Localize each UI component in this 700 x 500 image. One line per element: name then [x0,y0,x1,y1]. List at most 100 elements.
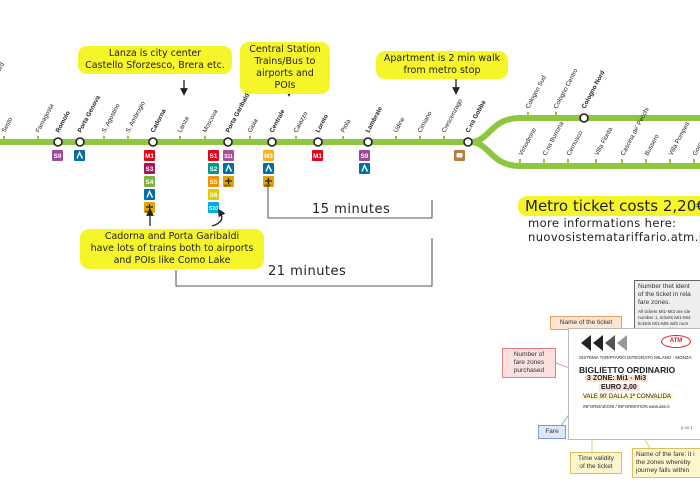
badge-lambrate-s9: S9 [359,150,370,161]
badge-porta-garibaldi-2-r-r-mark [225,163,233,172]
badge-c-na-gobba-bus [454,150,465,161]
duration-15-minutes: 15 minutes [312,202,391,217]
station-lambrate-marker [363,137,373,147]
badge-romolo-s9-text: S9 [54,153,62,160]
badge-centrale-m3: M3 [263,150,274,161]
badge-porta-garibaldi-s1: S1 [208,150,219,161]
badge-cadorna-s4-bg [144,176,155,187]
badge-cadorna-s4: S4 [144,176,155,187]
badge-porta-garibaldi-2-mxp-text: MXP [224,183,231,187]
badge-cadorna-r-r-mark [146,189,154,198]
badge-porta-garibaldi-s5-text: S5 [210,179,218,186]
station-c-na-gobba-marker [463,137,473,147]
station-lambrate-label: Lambrate [365,105,385,134]
ticket-arrows-graphic [581,335,627,351]
station-loreto-label: Loreto [315,113,330,134]
station-cologno-nord-label: Cologno Nord [581,69,607,109]
station-cologno-centro-label: Cologno Centro [553,67,580,110]
badge-porta-garibaldi-s1-text: S1 [210,153,218,160]
bus-icon [456,153,463,158]
station-porta-genova-marker [75,137,85,147]
station-centrale-label: Centrale [269,108,287,134]
station-caiazzo-label: Caiazzo [293,110,310,134]
note-apartment: Apartment is 2 min walk from metro stop [376,51,508,79]
station-porta-garibaldi-marker [223,137,233,147]
badge-centrale-m3-bg [263,150,274,161]
station-s-agostino-label: S. Agostino [101,102,122,134]
badge-centrale-mxp: MXP [263,176,274,187]
badge-loreto-m1-bg [312,150,323,161]
station-moscova-label: Moscova [202,108,220,134]
badge-romolo-s9-bg [52,150,63,161]
badge-lambrate-s9-bg [359,150,370,161]
badge-porta-genova-r-r-mark [76,150,84,159]
station-partial-label: Nord [0,61,6,77]
ticket-info-url[interactable]: nuovosistematariffario.atm.it/e [528,230,700,244]
badge-cadorna-m1-text: M1 [145,153,154,160]
ticket-image: ATM SISTEMA TARIFFARIO INTEGRATO MILANO … [568,328,700,440]
atm-logo: ATM [661,335,691,348]
station-c-na-burrona-label: C.na Burrona [542,120,566,157]
badge-cadorna-s3: S3 [144,163,155,174]
badge-porta-garibaldi-s5: S5 [208,176,219,187]
station-cimiano-label: Cimiano [417,110,434,134]
badge-centrale-m3-text: M3 [264,153,273,160]
label-fare-zones: Number of fare zones purchased [502,348,556,378]
badge-cadorna-mxp-text: MXP [145,209,152,213]
station-romolo-marker [53,137,63,147]
badge-porta-garibaldi-s2: S2 [208,163,219,174]
station-centrale-marker [267,137,277,147]
station-cadorna-label: Cadorna [150,108,168,134]
note-central-station: Central Station Trains/Bus to airports a… [240,42,330,94]
ticket-price: EURO 2,00 [599,384,639,391]
badge-porta-garibaldi-2-s11-bg [223,150,234,161]
badge-cadorna-m1-bg [144,150,155,161]
duration-21-minutes: 21 minutes [268,264,347,279]
ticket-system-text: SISTEMA TARIFFARIO INTEGRATO MILANO - MO… [579,355,692,360]
badge-porta-garibaldi-s1-bg [208,150,219,161]
note-cadorna-garibaldi: Cadorna and Porta Garibaldi have lots of… [80,229,264,269]
badge-centrale-mxp-text: MXP [264,183,271,187]
badge-porta-garibaldi-2-s11-text: S11 [224,154,233,160]
note-cadorna-arrow-right [211,208,226,227]
badge-porta-garibaldi-s10: S10 [208,202,219,213]
station-cologno-sud-label: Cologno Sud [525,74,549,110]
badge-cadorna-mxp: MXP [144,202,155,213]
station-gorgo-label: Gorgo [692,138,700,157]
station-cernusco-label: Cernusco [566,129,585,157]
badge-lambrate-s9-text: S9 [361,153,369,160]
station-s-ambrogio-label: S. Ambrogio [125,100,148,134]
station-c-na-gobba-label: C.na Gobba [465,99,488,134]
ticket-type: BIGLIETTO ORDINARIO [579,365,676,375]
badge-cadorna-s4-text: S4 [146,179,154,186]
station-villa-fiorita-label: Villa Fiorita [594,126,615,157]
badge-porta-garibaldi-s6: S6 [208,189,219,200]
badge-porta-garibaldi-s2-text: S2 [210,166,218,173]
badge-porta-garibaldi-s10-text: S10 [209,206,218,212]
badge-porta-garibaldi-s5-bg [208,176,219,187]
station-loreto-marker [313,137,323,147]
badge-porta-garibaldi-s2-bg [208,163,219,174]
station-lanza-label: Lanza [177,115,191,134]
ticket-zones: 3 ZONE: Mi1 - Mi3 [585,375,649,382]
station-romolo-label: Romolo [55,110,72,134]
label-fare-name: Name of the fare: it i the zones whereby… [632,448,700,478]
badge-cadorna-s3-text: S3 [146,166,154,173]
badge-porta-genova-r [74,150,85,161]
station-villa-pompea-label: Villa Pompea [668,121,692,157]
badge-cadorna-s3-bg [144,163,155,174]
label-identifier-text: Number thet ident of the ticket in rela … [638,283,691,306]
bracket-21-minutes [175,238,433,287]
bracket-15-minutes [267,178,433,219]
badge-porta-garibaldi-2-mxp: MXP [223,176,234,187]
station-udine-label: Udine [393,116,407,134]
label-time-validity: Time validity of the ticket [570,452,622,474]
badge-romolo-s9: S9 [52,150,63,161]
lower-branch-track [469,139,700,169]
station-bussero-label: Bussero [644,133,661,157]
badge-cadorna-m1: M1 [144,150,155,161]
station-crescenzago-label: Crescenzago [441,97,465,133]
station-vimodrone-label: Vimodrone [518,126,539,157]
badge-porta-garibaldi-s10-bg [208,202,219,213]
